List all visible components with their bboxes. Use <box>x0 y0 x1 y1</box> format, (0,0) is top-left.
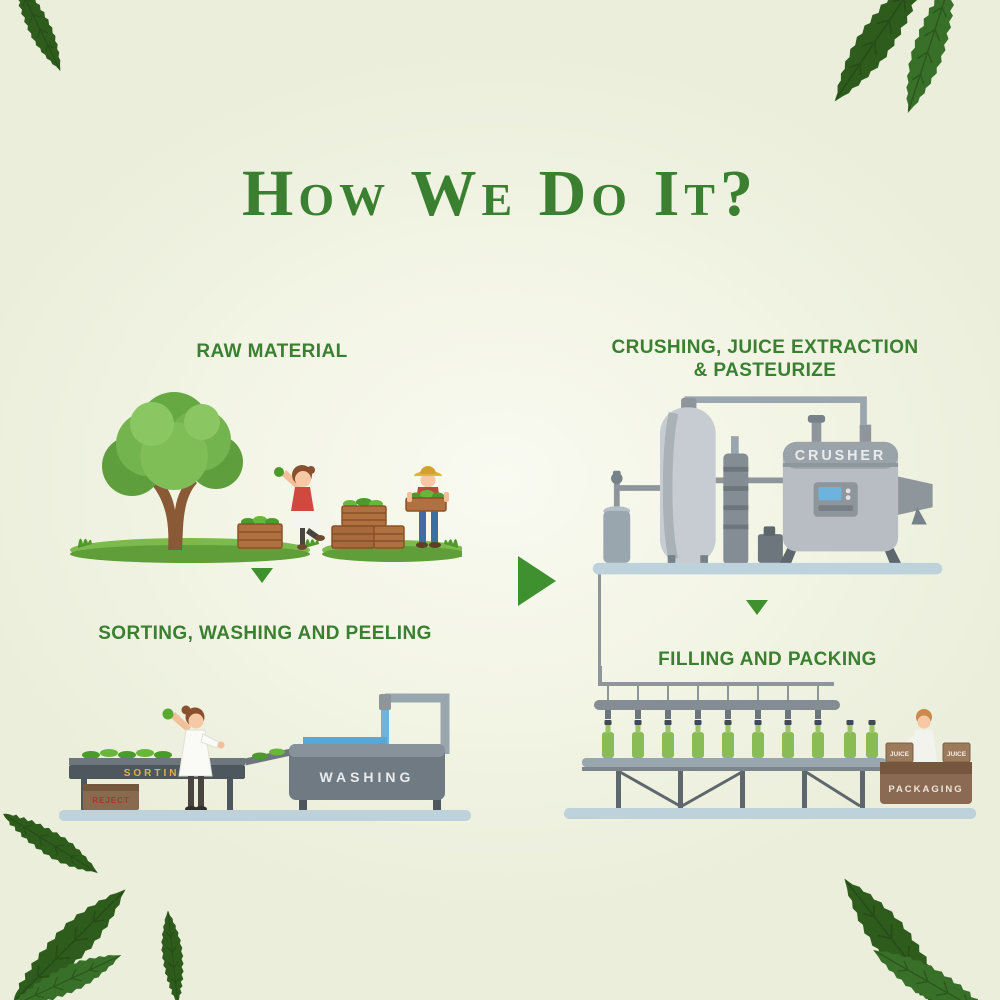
pasteurizer-tank <box>659 397 716 565</box>
farmer-woman <box>274 465 325 550</box>
reject-bin: REJECT <box>83 784 139 810</box>
machine-platform <box>564 808 976 819</box>
leaf-icon <box>0 0 89 88</box>
juice-box-label: JUICE <box>890 751 910 758</box>
filler-nozzles <box>605 710 821 719</box>
pipe-connector <box>598 572 601 668</box>
pump-unit <box>757 526 783 563</box>
water-faucet <box>379 693 450 754</box>
sorting-belt-label: SORTING <box>124 768 191 779</box>
extraction-column <box>723 436 749 565</box>
crushing-illustration: CRUSHER <box>592 396 943 575</box>
machine-platform <box>59 810 471 821</box>
farmer-man <box>405 466 449 548</box>
crate-stack <box>331 498 405 549</box>
leaf-icon <box>140 904 206 1000</box>
bottle-conveyor <box>582 758 886 809</box>
label-sorting: SORTING, WASHING AND PEELING <box>98 623 432 644</box>
washing-machine-label: WASHING <box>320 769 415 785</box>
crusher-machine: CRUSHER <box>779 415 933 565</box>
machine-platform <box>592 562 943 575</box>
sorting-washing-illustration: SORTING REJECT <box>59 693 471 821</box>
page-title: How We Do It? <box>242 157 758 230</box>
reject-bin-label: REJECT <box>92 796 130 805</box>
washing-machine: WASHING <box>289 737 445 810</box>
raw-material-illustration <box>70 392 462 563</box>
arrow-right-icon <box>518 556 556 606</box>
arrow-down-icon <box>251 568 273 583</box>
nozzle-hangers <box>607 684 819 700</box>
packaging-station: JUICE JUICE PACKAGING <box>880 742 972 804</box>
label-crushing-line1: CRUSHING, JUICE EXTRACTION <box>611 337 919 358</box>
filling-packing-illustration: JUICE JUICE PACKAGING <box>564 666 976 819</box>
valve-unit <box>603 470 631 563</box>
arrow-down-icon <box>746 600 768 615</box>
apple-tree <box>102 392 243 550</box>
filler-manifold <box>598 666 834 686</box>
sorting-worker <box>162 705 225 812</box>
label-raw-material: RAW MATERIAL <box>196 341 348 362</box>
label-crushing-line2: & PASTEURIZE <box>693 360 837 381</box>
packaging-station-label: PACKAGING <box>888 784 963 795</box>
juice-bottles <box>602 720 878 758</box>
crusher-label: CRUSHER <box>795 448 886 464</box>
juice-box-label: JUICE <box>947 751 967 758</box>
filler-rail <box>594 700 840 710</box>
label-filling: FILLING AND PACKING <box>658 649 877 670</box>
label-crushing: CRUSHING, JUICE EXTRACTION & PASTEURIZE <box>575 336 955 382</box>
produce-crate <box>237 516 283 549</box>
